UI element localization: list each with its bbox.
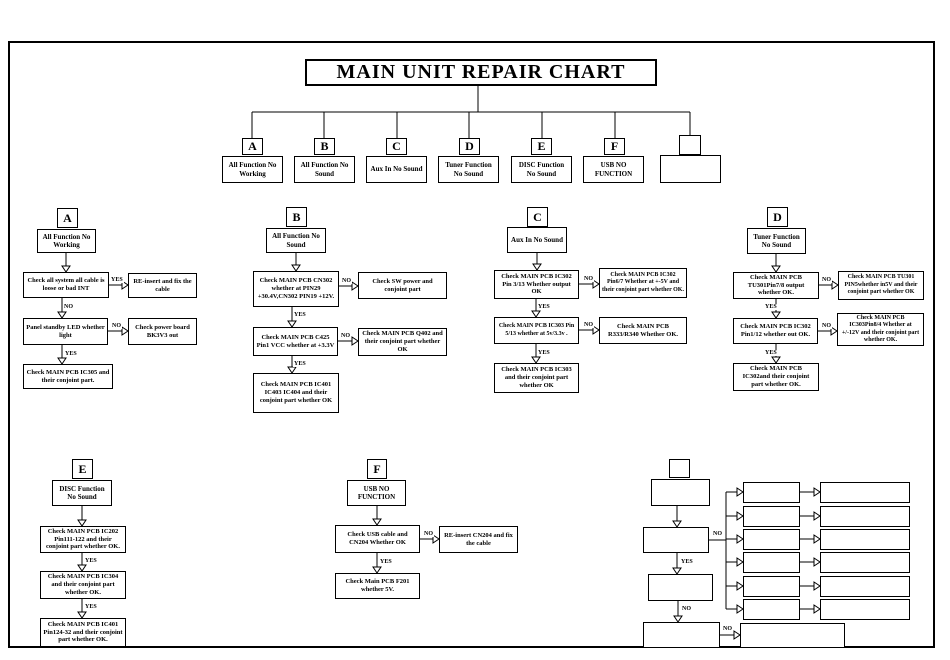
section-b-step3-box: Check MAIN PCB IC401 IC403 IC404 and the… xyxy=(253,373,339,413)
section-b-side1-box: Check SW power and conjoint part xyxy=(358,272,447,299)
template-grid-box xyxy=(820,482,910,503)
top-branch-b-title: All Function No Sound xyxy=(294,156,355,183)
section-b-yes1-label: YES xyxy=(293,312,307,318)
section-d-yes2-label: YES xyxy=(764,350,778,356)
top-branch-f-title: USB NO FUNCTION xyxy=(583,156,644,183)
section-d-step3-box: Check MAIN PCB IC302and their conjoint p… xyxy=(733,363,819,391)
section-a-step1-box: Check all system all cable is loose or b… xyxy=(23,272,109,298)
section-c-yes2-label: YES xyxy=(537,350,551,356)
section-b-no1-label: NO xyxy=(341,278,352,284)
top-branch-b-letter: B xyxy=(314,138,335,155)
template-step3-box xyxy=(643,622,720,648)
top-branch-blank-letter xyxy=(679,135,701,155)
section-a-no1-label: NO xyxy=(63,304,74,310)
section-d-side1-box: Check MAIN PCB TU301 PIN5whether in5V an… xyxy=(838,271,924,300)
top-branch-a-title: All Function No Working xyxy=(222,156,283,183)
section-c-side2-box: Check MAIN PCB R333/R340 Whether OK. xyxy=(599,317,687,344)
section-b-side2-box: Check MAIN PCB Q402 and their conjoint p… xyxy=(358,328,447,356)
section-e-step3-box: Check MAIN PCB IC401 Pin124-32 and their… xyxy=(40,618,126,647)
section-e-letter-box: E xyxy=(72,459,93,479)
template-side-box xyxy=(740,623,845,648)
template-grid-box xyxy=(743,506,800,527)
section-c-side1-box: Check MAIN PCB IC302 Pin6/7 Whether at +… xyxy=(599,268,687,298)
section-b-step2-box: Check MAIN PCB C425 Pin1 VCC whether at … xyxy=(253,327,338,356)
section-f-title-box: USB NO FUNCTION xyxy=(347,480,406,506)
top-branch-d-letter: D xyxy=(459,138,480,155)
section-a-yes2-label: YES xyxy=(64,351,78,357)
template-grid-box xyxy=(743,482,800,503)
section-f-letter-box: F xyxy=(367,459,387,479)
section-f-step2-box: Check Main PCB F201 whether 5V. xyxy=(335,573,420,599)
section-a-step3-box: Check MAIN PCB IC305 and their conjoint … xyxy=(23,364,113,389)
chart-title: MAIN UNIT REPAIR CHART xyxy=(305,59,657,86)
template-grid-box xyxy=(820,599,910,620)
section-b-no2-label: NO xyxy=(340,333,351,339)
section-c-yes1-label: YES xyxy=(537,304,551,310)
section-a-letter-box: A xyxy=(57,208,78,228)
template-grid-box xyxy=(820,576,910,597)
section-a-side2-box: Check power board BK3V3 out xyxy=(128,318,197,345)
section-a-title-box: All Function No Working xyxy=(37,229,96,253)
section-b-yes2-label: YES xyxy=(293,361,307,367)
template-grid-box xyxy=(820,552,910,573)
section-d-side2-box: Check MAIN PCB IC303Pin8/4 Whether at +/… xyxy=(837,313,924,346)
top-branch-e-letter: E xyxy=(531,138,552,155)
page-border xyxy=(8,41,935,648)
section-a-yes1-label: YES xyxy=(110,277,124,283)
template-letter-box xyxy=(669,459,690,478)
template-step2-box xyxy=(648,574,713,601)
section-c-title-box: Aux In No Sound xyxy=(507,227,567,253)
template-yes1-label: YES xyxy=(680,559,694,565)
section-c-step2-box: Check MAIN PCB IC303 Pin 5/13 whether at… xyxy=(494,317,579,344)
template-grid-box xyxy=(743,552,800,573)
section-a-step2-box: Panel standby LED whether light xyxy=(23,318,108,345)
template-step1-box xyxy=(643,527,709,553)
top-branch-e-title: DISC Function No Sound xyxy=(511,156,572,183)
section-a-no2-label: NO xyxy=(111,323,122,329)
section-b-step1-box: Check MAIN PCB CN302 whether at PIN29 +3… xyxy=(253,271,339,307)
section-e-yes1-label: YES xyxy=(84,558,98,564)
template-no1-label: NO xyxy=(712,531,723,537)
section-f-step1-box: Check USB cable and CN204 Whether OK xyxy=(335,525,420,553)
section-a-side1-box: RE-insert and fix the cable xyxy=(128,273,197,298)
section-f-yes1-label: YES xyxy=(379,559,393,565)
template-no2-label: NO xyxy=(681,606,692,612)
top-branch-d-title: Tuner Function No Sound xyxy=(438,156,499,183)
template-grid-box xyxy=(743,576,800,597)
top-branch-a-letter: A xyxy=(242,138,263,155)
section-b-letter-box: B xyxy=(286,207,307,227)
template-title-box xyxy=(651,479,710,506)
template-no3-label: NO xyxy=(722,626,733,632)
template-grid-box xyxy=(820,506,910,527)
top-branch-c-title: Aux In No Sound xyxy=(366,156,427,183)
template-grid-box xyxy=(743,599,800,620)
section-d-step1-box: Check MAIN PCB TU301Pin7/8 output whethe… xyxy=(733,272,819,299)
top-branch-c-letter: C xyxy=(386,138,407,155)
section-e-step2-box: Check MAIN PCB IC304 and their conjoint … xyxy=(40,571,126,599)
section-d-title-box: Tuner Function No Sound xyxy=(747,228,806,254)
template-grid-box xyxy=(820,529,910,550)
template-grid-box xyxy=(743,529,800,550)
section-e-title-box: DISC Function No Sound xyxy=(52,480,112,506)
section-e-yes2-label: YES xyxy=(84,604,98,610)
section-b-title-box: All Function No Sound xyxy=(266,228,326,253)
section-c-step1-box: Check MAIN PCB IC302 Pin 3/13 Whether ou… xyxy=(494,270,579,299)
section-d-letter-box: D xyxy=(767,207,788,227)
section-d-yes1-label: YES xyxy=(764,304,778,310)
section-c-letter-box: C xyxy=(527,207,548,227)
section-c-no1-label: NO xyxy=(583,276,594,282)
section-f-no1-label: NO xyxy=(423,531,434,537)
top-branch-blank-title xyxy=(660,155,721,183)
section-d-no2-label: NO xyxy=(821,323,832,329)
top-branch-f-letter: F xyxy=(604,138,625,155)
section-c-no2-label: NO xyxy=(583,322,594,328)
section-c-step3-box: Check MAIN PCB IC303 and their conjoint … xyxy=(494,363,579,393)
section-d-no1-label: NO xyxy=(821,277,832,283)
section-e-step1-box: Check MAIN PCB IC202 Pin111-122 and thei… xyxy=(40,526,126,553)
section-f-side1-box: RE-insert CN204 and fix the cable xyxy=(439,526,518,553)
section-d-step2-box: Check MAIN PCB IC302 Pin1/12 whether out… xyxy=(733,318,818,344)
